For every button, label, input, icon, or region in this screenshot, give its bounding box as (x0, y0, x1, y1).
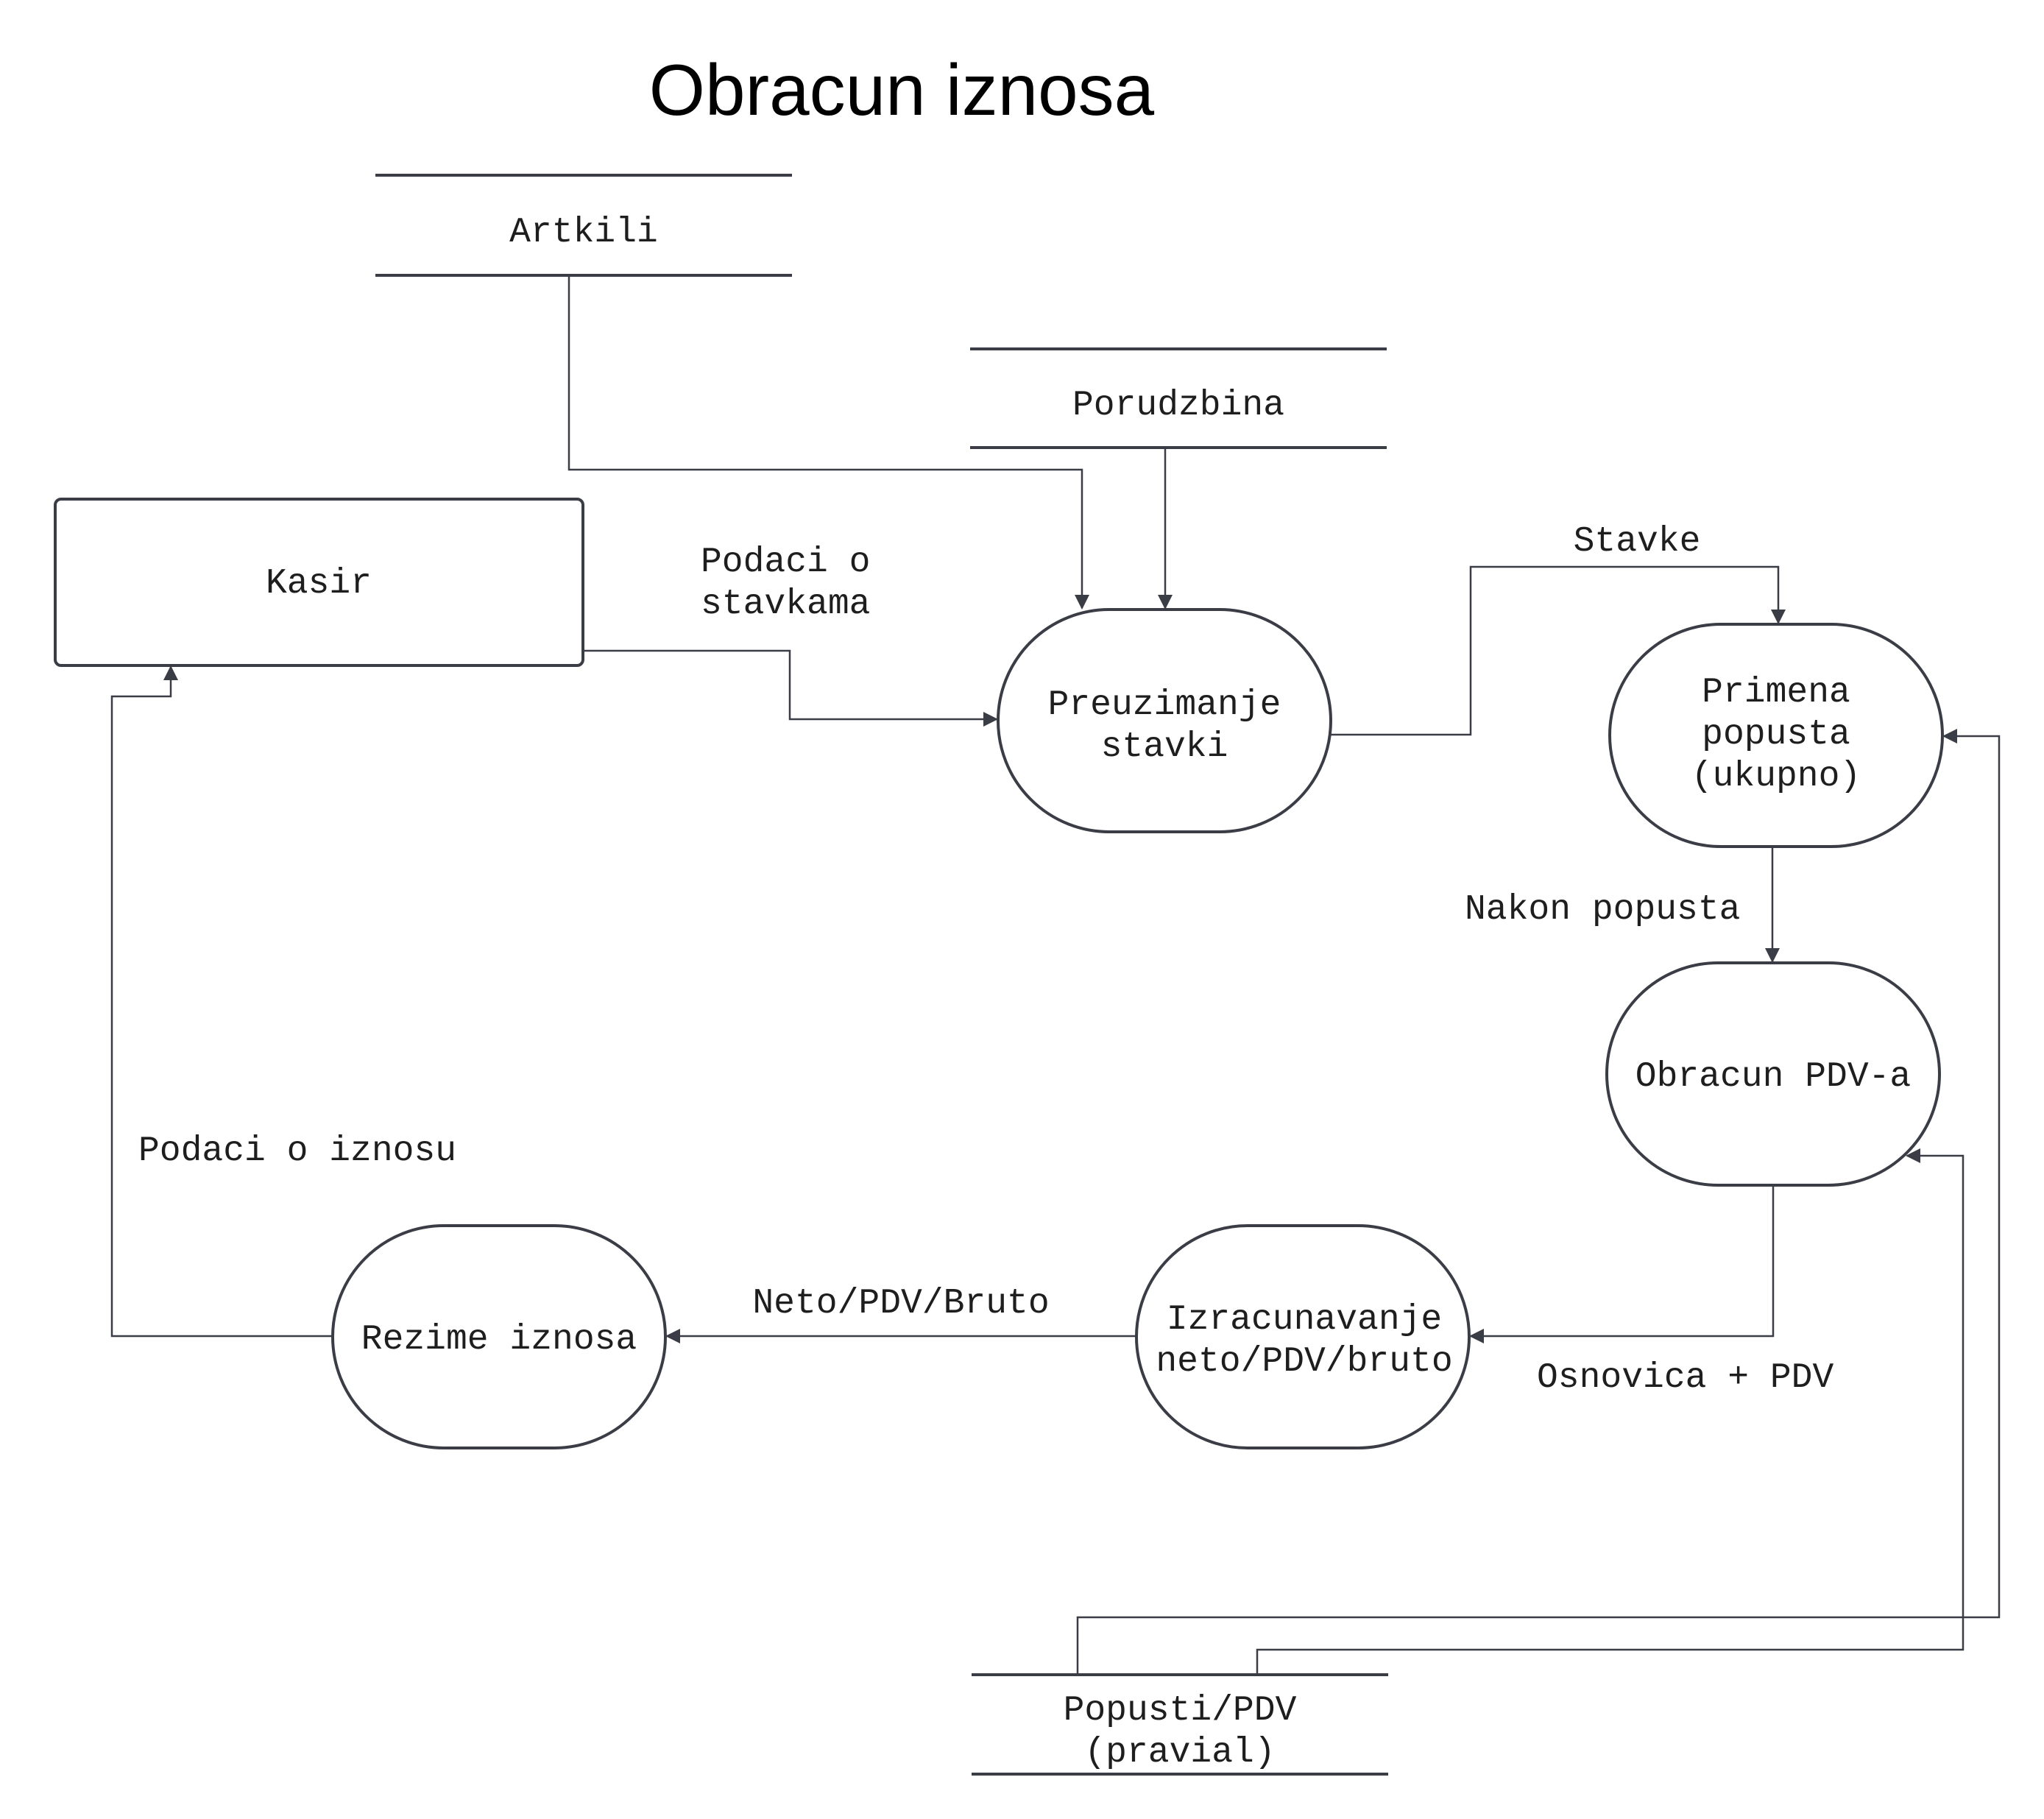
store-porudzbina-label: Porudzbina (1072, 386, 1284, 425)
process-preuzimanje-label-2: stavki (1101, 727, 1228, 767)
flow-label-stavke: Stavke (1574, 522, 1701, 562)
flow-label-neto-pdv-bruto: Neto/PDV/Bruto (752, 1284, 1049, 1324)
process-primena[interactable]: Primena popusta (ukupno) (1608, 623, 1944, 848)
flow-label-nakon-popusta: Nakon popusta (1465, 890, 1740, 930)
process-obracun-pdv-label: Obracun PDV-a (1635, 1057, 1911, 1097)
process-izracunavanje-label-2: neto/PDV/bruto (1156, 1342, 1452, 1382)
process-shape (997, 608, 1332, 833)
diagram-title: Obracun iznosa (649, 49, 1155, 130)
entity-kasir-label: Kasir (266, 564, 372, 604)
flow-artikli-to-preuzimanje (567, 275, 1089, 610)
flow-label-podaci-o-stavkama-1: Podaci o (701, 543, 870, 582)
process-izracunavanje-label-1: Izracunavanje (1167, 1300, 1442, 1340)
flow-label-osnovica-pdv: Osnovica + PDV (1537, 1358, 1833, 1398)
flow-label-podaci-o-iznosu: Podaci o iznosu (138, 1131, 456, 1171)
entity-box (54, 498, 584, 667)
store-popusti-label-1: Popusti/PDV (1064, 1691, 1297, 1731)
process-primena-label-2: popusta (1702, 715, 1850, 755)
process-primena-label-3: (ukupno) (1691, 757, 1861, 797)
store-artikli[interactable]: Artkili (375, 174, 792, 277)
store-artikli-label: Artkili (509, 213, 658, 252)
flow-popusti-to-primena (1076, 729, 2001, 1675)
flow-kasir-to-preuzimanje (583, 649, 998, 727)
process-preuzimanje[interactable]: Preuzimanje stavki (997, 608, 1332, 833)
store-porudzbina[interactable]: Porudzbina (970, 347, 1387, 449)
process-preuzimanje-label-1: Preuzimanje (1048, 685, 1281, 725)
store-popusti-label-2: (pravial) (1084, 1733, 1275, 1773)
process-izracunavanje[interactable]: Izracunavanje neto/PDV/bruto (1135, 1224, 1471, 1449)
flow-preuzimanje-to-primena (1331, 565, 1786, 736)
entity-kasir[interactable]: Kasir (54, 498, 584, 667)
flow-label-podaci-o-stavkama-2: stavkama (701, 584, 870, 624)
process-rezime[interactable]: Rezime iznosa (331, 1224, 667, 1449)
process-rezime-label: Rezime iznosa (361, 1320, 637, 1360)
process-obracun-pdv[interactable]: Obracun PDV-a (1605, 961, 1941, 1187)
store-popusti[interactable]: Popusti/PDV (pravial) (972, 1673, 1388, 1776)
flow-rezime-to-kasir (110, 665, 333, 1338)
flow-popusti-to-obracun (1256, 1148, 1965, 1675)
flow-obracun-to-izracunavanje (1469, 1185, 1775, 1343)
process-primena-label-1: Primena (1702, 673, 1850, 713)
